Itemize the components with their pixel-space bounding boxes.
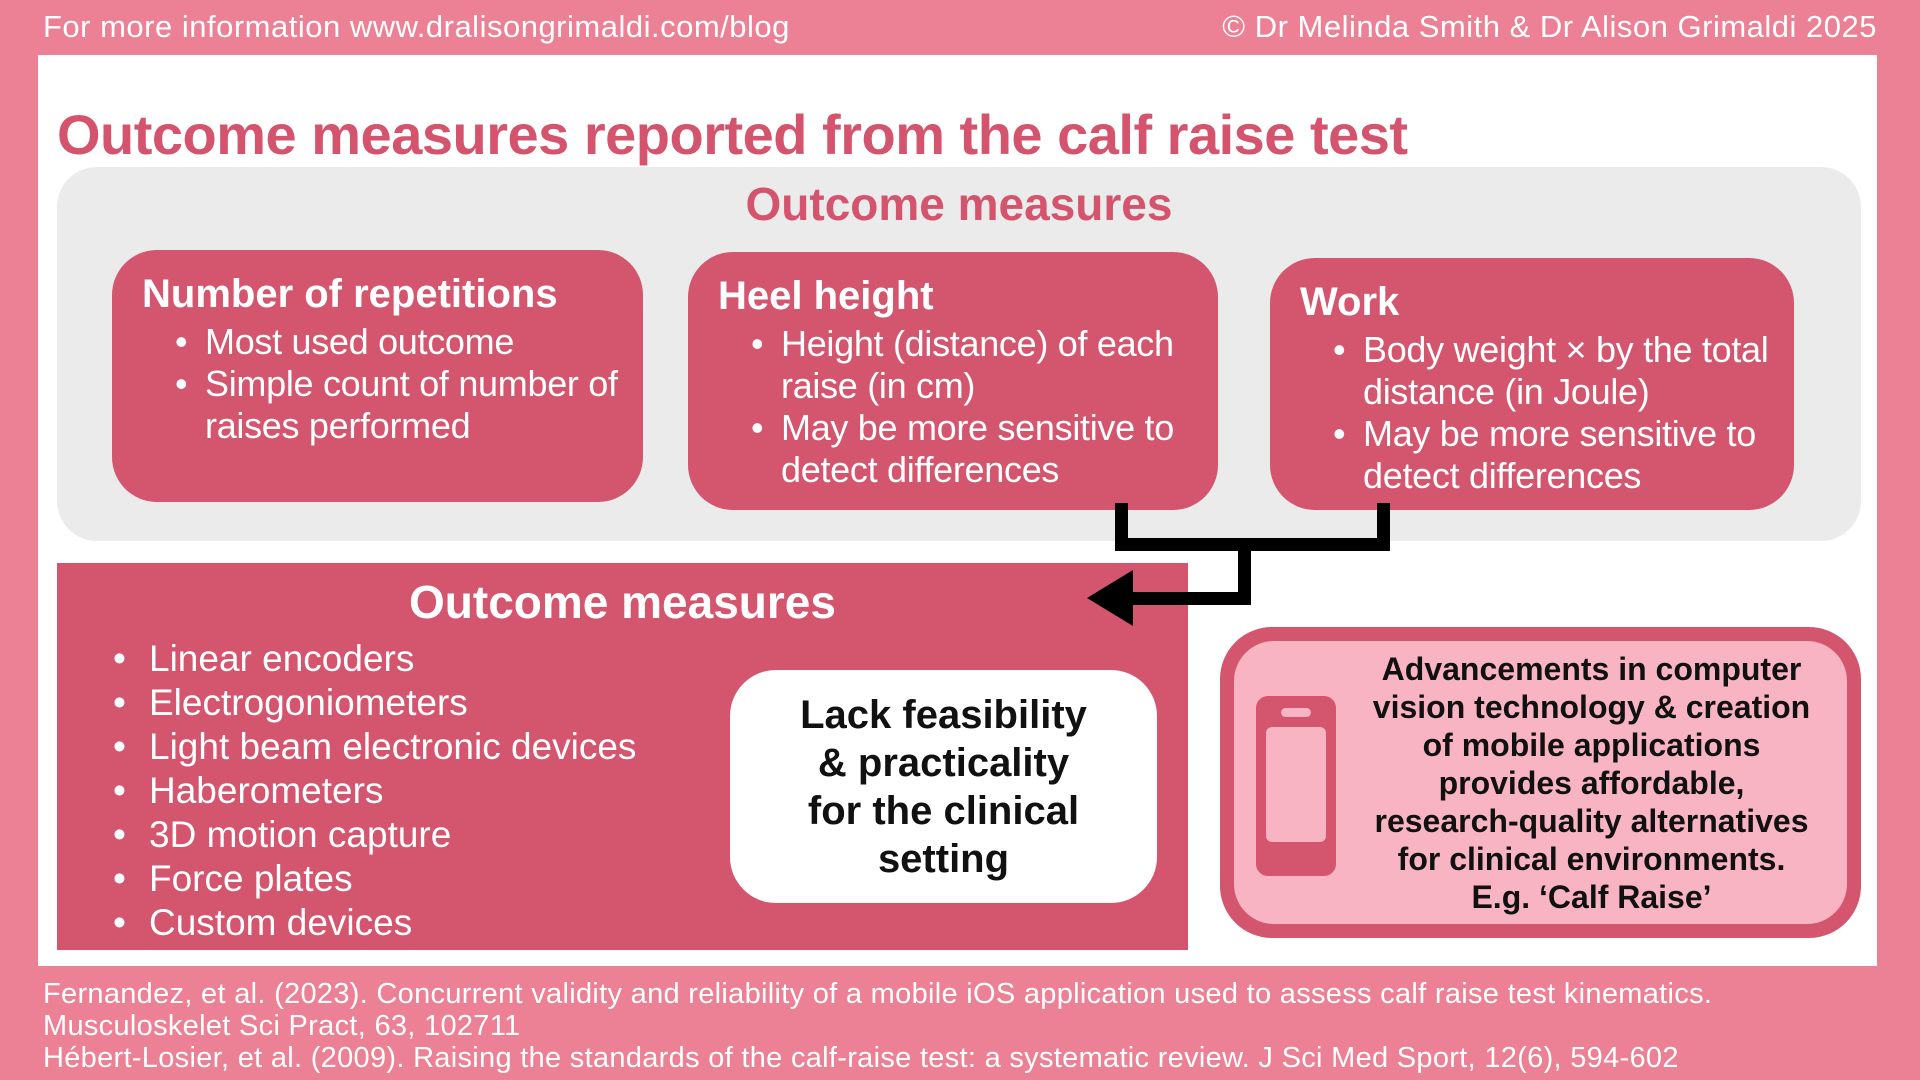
card-heel-height: Heel height Height (distance) of each ra…: [688, 252, 1218, 510]
advancements-line: E.g. ‘Calf Raise’: [1471, 878, 1712, 915]
card-bullet-list: Body weight × by the total distance (in …: [1270, 329, 1794, 497]
list-item: Light beam electronic devices: [113, 725, 636, 769]
list-item: Height (distance) of each raise (in cm): [751, 323, 1208, 407]
callout-line: & practicality: [817, 740, 1070, 785]
outcome-measures-panel: Outcome measures Number of repetitions M…: [57, 167, 1861, 541]
feasibility-callout: Lack feasibility & practicality for the …: [730, 670, 1157, 903]
connector-line-horizontal-bottom: [1125, 592, 1251, 605]
advancements-line: provides affordable,: [1438, 764, 1745, 801]
connector-line-vertical-middle: [1238, 538, 1251, 605]
list-item: Linear encoders: [113, 637, 636, 681]
card-work: Work Body weight × by the total distance…: [1270, 258, 1794, 510]
list-item: Custom devices: [113, 901, 636, 945]
info-url-text: For more information www.dralisongrimald…: [43, 9, 790, 44]
reference-line: Hébert-Losier, et al. (2009). Raising th…: [43, 1042, 1679, 1074]
list-item: Body weight × by the total distance (in …: [1333, 329, 1784, 413]
card-heading: Heel height: [718, 274, 934, 318]
phone-speaker: [1281, 708, 1311, 717]
page-title: Outcome measures reported from the calf …: [57, 102, 1408, 166]
list-item: Simple count of number of raises perform…: [175, 363, 633, 447]
reference-line: Fernandez, et al. (2023). Concurrent val…: [43, 978, 1713, 1010]
copyright-text: © Dr Melinda Smith & Dr Alison Grimaldi …: [1222, 9, 1877, 44]
advancements-text: Advancements in computer vision technolo…: [1346, 641, 1837, 924]
list-item: May be more sensitive to detect differen…: [1333, 413, 1784, 497]
measurement-devices-panel: Outcome measures Linear encoders Electro…: [57, 563, 1188, 950]
advancements-line: of mobile applications: [1422, 726, 1761, 763]
list-item: Force plates: [113, 857, 636, 901]
advancements-panel-inner: Advancements in computer vision technolo…: [1234, 641, 1847, 924]
panel-heading: Outcome measures: [745, 178, 1173, 230]
list-item: Most used outcome: [175, 321, 633, 363]
advancements-line: for clinical environments.: [1397, 840, 1786, 877]
card-bullet-list: Most used outcome Simple count of number…: [112, 321, 643, 447]
reference-line: Musculoskelet Sci Pract, 63, 102711: [43, 1010, 521, 1042]
phone-screen: [1266, 727, 1326, 842]
list-item: Haberometers: [113, 769, 636, 813]
advancements-line: Advancements in computer: [1381, 650, 1802, 687]
references-block: Fernandez, et al. (2023). Concurrent val…: [43, 978, 1712, 1074]
left-arrowhead-icon: [1087, 570, 1133, 626]
card-number-of-repetitions: Number of repetitions Most used outcome …: [112, 250, 643, 502]
advancements-line: research-quality alternatives: [1374, 802, 1809, 839]
list-item: May be more sensitive to detect differen…: [751, 407, 1208, 491]
card-heading: Work: [1300, 280, 1400, 324]
devices-panel-heading: Outcome measures: [409, 576, 836, 628]
callout-line: setting: [877, 836, 1010, 881]
card-heading: Number of repetitions: [142, 272, 558, 316]
callout-line: Lack feasibility: [800, 692, 1087, 737]
devices-bullet-list: Linear encoders Electrogoniometers Light…: [113, 637, 636, 945]
list-item: 3D motion capture: [113, 813, 636, 857]
card-bullet-list: Height (distance) of each raise (in cm) …: [688, 323, 1218, 491]
callout-line: for the clinical: [807, 788, 1080, 833]
list-item: Electrogoniometers: [113, 681, 636, 725]
advancements-panel: Advancements in computer vision technolo…: [1220, 627, 1861, 938]
connector-line-horizontal-top: [1115, 538, 1390, 551]
smartphone-icon: [1256, 696, 1336, 876]
advancements-line: vision technology & creation: [1372, 688, 1811, 725]
